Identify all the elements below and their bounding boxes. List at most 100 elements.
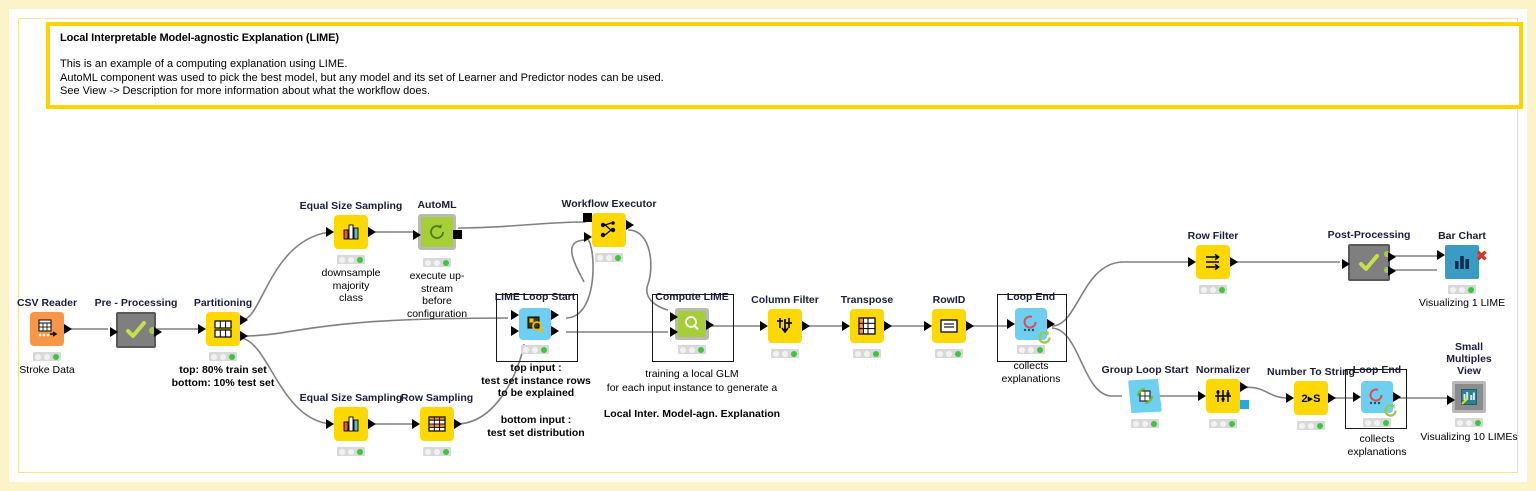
node-lime-loop-start[interactable]: LIME Loop Start	[495, 291, 575, 354]
workflow-executor-output-port[interactable]	[626, 220, 634, 230]
number-to-string-input-port[interactable]	[1286, 393, 1294, 403]
row-sampling-body[interactable]	[412, 407, 462, 441]
rowid-input-port[interactable]	[924, 321, 932, 331]
rowid-body[interactable]	[924, 309, 974, 343]
node-number-to-string[interactable]: Number To String 2▸S	[1267, 366, 1355, 430]
node-column-filter[interactable]: Column Filter	[751, 294, 819, 358]
partitioning-output-port-train[interactable]	[240, 315, 248, 325]
partitioning-body[interactable]	[198, 312, 248, 346]
transpose-body[interactable]	[842, 309, 892, 343]
automl-input-port[interactable]	[413, 230, 421, 240]
node-workflow-executor[interactable]: Workflow Executor	[562, 198, 656, 262]
automl-model-output-port[interactable]	[453, 230, 462, 239]
transpose-output-port[interactable]	[884, 321, 892, 331]
loop-end-bottom-output-port[interactable]	[1393, 392, 1401, 402]
transpose-input-port[interactable]	[842, 321, 850, 331]
node-pre-processing[interactable]: Pre - Processing	[95, 297, 177, 348]
pre-processing-body[interactable]	[110, 312, 162, 348]
node-compute-lime[interactable]: Compute LIME	[655, 291, 729, 354]
node-loop-end-bottom[interactable]: Loop End collects explanations	[1348, 364, 1407, 458]
post-processing-output-dot-bottom[interactable]	[1384, 267, 1390, 273]
lime-loop-start-body[interactable]	[511, 308, 559, 340]
loop-end-bottom-body[interactable]	[1353, 381, 1401, 417]
node-csv-reader[interactable]: CSV Reader Stroke Data	[17, 297, 77, 376]
partitioning-input-port[interactable]	[198, 324, 206, 334]
lime-loop-start-output-port-bottom[interactable]	[551, 326, 559, 336]
small-multiples-view-input-port[interactable]	[1447, 395, 1455, 405]
node-group-loop-start[interactable]: Group Loop Start	[1102, 364, 1188, 428]
post-processing-input-port[interactable]	[1342, 259, 1350, 269]
group-loop-start-body[interactable]	[1128, 379, 1162, 413]
node-row-sampling[interactable]: Row Sampling	[401, 392, 473, 456]
equal-size-sampling-bottom-body[interactable]	[326, 407, 376, 441]
normalizer-body[interactable]	[1198, 379, 1249, 413]
number-to-string-body[interactable]: 2▸S	[1286, 381, 1336, 415]
row-filter-input-port[interactable]	[1188, 257, 1196, 267]
node-transpose[interactable]: Transpose	[841, 294, 893, 358]
workflow-executor-body[interactable]	[583, 213, 634, 247]
equal-size-sampling-top-input-port[interactable]	[326, 227, 334, 237]
csv-reader-body[interactable]	[30, 312, 72, 346]
node-small-multiples-view[interactable]: Small Multiples View Visualizing 10 LIME…	[1420, 341, 1517, 443]
loop-end-top-status	[1017, 345, 1045, 354]
node-equal-size-sampling-bottom[interactable]: Equal Size Sampling	[300, 392, 402, 456]
partitioning-output-port-test[interactable]	[240, 331, 248, 341]
csv-reader-output-port[interactable]	[64, 324, 72, 334]
compute-lime-output-port[interactable]	[706, 320, 714, 330]
number-to-string-output-port[interactable]	[1328, 393, 1336, 403]
lime-loop-start-input-port-bottom[interactable]	[511, 326, 519, 336]
workflow-executor-data-input-port[interactable]	[584, 232, 592, 242]
column-filter-status	[771, 349, 799, 358]
node-row-filter[interactable]: Row Filter	[1188, 230, 1238, 294]
bar-chart-body[interactable]: ✖	[1437, 245, 1488, 279]
equal-size-sampling-bottom-input-port[interactable]	[326, 419, 334, 429]
node-loop-end-top[interactable]: Loop End collects explanations	[1002, 291, 1061, 385]
loop-end-top-body[interactable]	[1007, 308, 1055, 344]
normalizer-input-port[interactable]	[1198, 391, 1206, 401]
column-filter-body[interactable]	[760, 309, 810, 343]
pre-processing-output-port[interactable]	[154, 327, 162, 337]
column-filter-output-port[interactable]	[802, 321, 810, 331]
workflow-annotation-note[interactable]: Local Interpretable Model-agnostic Expla…	[46, 22, 1523, 109]
bar-chart-input-port-bottom[interactable]	[1437, 264, 1445, 274]
small-multiples-view-body[interactable]	[1447, 381, 1486, 413]
node-rowid[interactable]: RowID	[924, 294, 974, 358]
lime-loop-start-output-port-top[interactable]	[551, 310, 559, 320]
equal-size-sampling-bottom-output-port[interactable]	[368, 419, 376, 429]
normalizer-model-output-port[interactable]	[1240, 400, 1249, 409]
post-processing-body[interactable]	[1342, 244, 1396, 281]
node-bar-chart[interactable]: Bar Chart ✖ Visualizing 1 LIME	[1419, 230, 1505, 309]
compute-lime-body[interactable]	[670, 308, 714, 340]
compute-lime-input-port-top[interactable]	[670, 312, 678, 322]
led-idle	[1211, 420, 1218, 427]
post-processing-output-port-bottom[interactable]	[1388, 266, 1396, 276]
column-filter-input-port[interactable]	[760, 321, 768, 331]
magnifier-icon	[685, 316, 699, 331]
automl-body[interactable]	[413, 214, 462, 250]
equal-size-sampling-top-output-port[interactable]	[368, 227, 376, 237]
node-equal-size-sampling-top[interactable]: Equal Size Sampling downsample majority …	[300, 200, 403, 304]
lime-loop-start-input-port-top[interactable]	[511, 310, 519, 320]
row-filter-body[interactable]	[1188, 245, 1238, 279]
row-sampling-input-port[interactable]	[412, 419, 420, 429]
loop-end-top-input-port[interactable]	[1007, 319, 1015, 329]
node-partitioning[interactable]: Partitioning top: 80% train set bottom: …	[172, 297, 275, 389]
row-filter-output-port[interactable]	[1230, 257, 1238, 267]
bar-chart-input-port-top[interactable]	[1437, 250, 1445, 260]
loop-end-bottom-input-port[interactable]	[1353, 392, 1361, 402]
compute-lime-input-port-bottom[interactable]	[670, 327, 678, 337]
pre-processing-input-port[interactable]	[110, 327, 118, 337]
lime-magnifier-icon	[527, 316, 544, 333]
workflow-executor-workflow-input-port[interactable]	[583, 213, 592, 222]
post-processing-output-port-top[interactable]	[1388, 252, 1396, 262]
node-post-processing[interactable]: Post-Processing	[1328, 229, 1410, 281]
row-sampling-output-port[interactable]	[454, 419, 462, 429]
pre-processing-flow-output-port[interactable]	[149, 327, 156, 334]
loop-end-top-output-port[interactable]	[1047, 319, 1055, 329]
equal-size-sampling-top-body[interactable]	[326, 215, 376, 249]
normalizer-output-port[interactable]	[1240, 382, 1248, 392]
node-normalizer[interactable]: Normalizer	[1196, 364, 1250, 428]
rowid-output-port[interactable]	[966, 321, 974, 331]
post-processing-output-dot-top[interactable]	[1384, 251, 1390, 257]
node-automl[interactable]: AutoML execute up-stream before configur…	[407, 199, 467, 320]
